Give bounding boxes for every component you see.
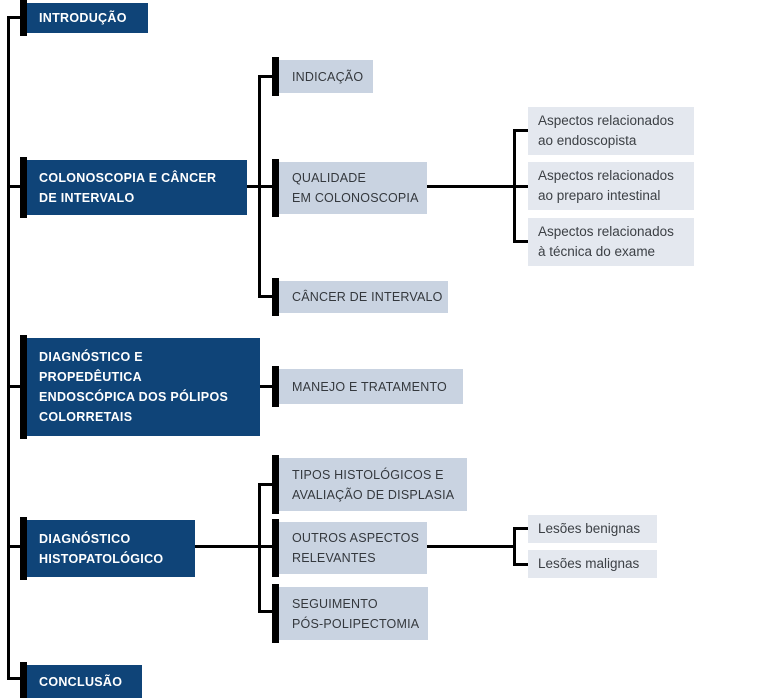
node-qualidade-em-colonoscopia[interactable]: QUALIDADE EM COLONOSCOPIA (272, 159, 427, 217)
node-label: QUALIDADE EM COLONOSCOPIA (292, 171, 419, 205)
connector-line (7, 16, 20, 19)
node-label: INTRODUÇÃO (39, 11, 127, 25)
connector-line (7, 545, 20, 548)
node-label: COLONOSCOPIA E CÂNCER DE INTERVALO (39, 170, 217, 205)
connector-line (7, 385, 20, 388)
connector-line (513, 563, 528, 566)
node-label: SEGUIMENTO PÓS-POLIPECTOMIA (292, 596, 420, 631)
node-diagnostico-e-propedeutica[interactable]: DIAGNÓSTICO E PROPEDÊUTICA ENDOSCÓPICA D… (20, 335, 260, 439)
connector-line (513, 240, 528, 243)
node-label: MANEJO E TRATAMENTO (292, 379, 447, 394)
node-colonoscopia-e-cancer-de-intervalo[interactable]: COLONOSCOPIA E CÂNCER DE INTERVALO (20, 157, 247, 218)
accent-bar (272, 519, 279, 577)
branch-line (513, 129, 516, 243)
node-conclusao[interactable]: CONCLUSÃO (20, 662, 142, 698)
accent-bar (20, 335, 27, 439)
connector-line (427, 545, 513, 548)
connector-line (258, 295, 274, 298)
node-label: DIAGNÓSTICO HISTOPATOLÓGICO (39, 531, 164, 566)
node-lesoes-malignas[interactable]: Lesões malignas (528, 550, 657, 578)
node-aspectos-relacionados-ao-endoscopista[interactable]: Aspectos relacionados ao endoscopista (528, 107, 694, 155)
connector-line (258, 610, 274, 613)
connector-line (247, 185, 260, 188)
connector-line (258, 185, 274, 188)
node-diagnostico-histopatologico[interactable]: DIAGNÓSTICO HISTOPATOLÓGICO (20, 517, 195, 580)
accent-bar (272, 366, 279, 407)
node-indicacao[interactable]: INDICAÇÃO (272, 57, 373, 96)
connector-line (255, 385, 275, 388)
node-seguimento-pos-polipectomia[interactable]: SEGUIMENTO PÓS-POLIPECTOMIA (272, 584, 428, 643)
accent-bar (20, 517, 27, 580)
node-label: DIAGNÓSTICO E PROPEDÊUTICA ENDOSCÓPICA D… (39, 350, 229, 424)
node-label: CÂNCER DE INTERVALO (292, 290, 443, 304)
node-label: OUTROS ASPECTOS RELEVANTES (292, 531, 420, 565)
branch-line (258, 483, 261, 613)
node-tipos-histologicos-e-avaliacao-de-displasia[interactable]: TIPOS HISTOLÓGICOS E AVALIAÇÃO DE DISPLA… (272, 455, 467, 514)
accent-bar (20, 0, 27, 36)
node-aspectos-relacionados-ao-preparo-intestinal[interactable]: Aspectos relacionados ao preparo intesti… (528, 162, 694, 210)
connector-line (258, 545, 274, 548)
connector-line (7, 185, 20, 188)
connector-line (513, 129, 528, 132)
node-label: Aspectos relacionados ao endoscopista (538, 112, 674, 148)
branch-line (513, 527, 516, 566)
node-lesoes-benignas[interactable]: Lesões benignas (528, 515, 657, 543)
node-label: TIPOS HISTOLÓGICOS E AVALIAÇÃO DE DISPLA… (292, 467, 455, 502)
connector-line (7, 677, 20, 680)
accent-bar (20, 157, 27, 218)
node-manejo-e-tratamento[interactable]: MANEJO E TRATAMENTO (272, 366, 463, 407)
accent-bar (272, 278, 279, 316)
node-label: Lesões benignas (538, 520, 641, 536)
node-label: INDICAÇÃO (292, 69, 364, 84)
connector-line (513, 527, 528, 530)
accent-bar (272, 57, 279, 96)
node-label: Aspectos relacionados à técnica do exame (538, 223, 674, 259)
node-cancer-de-intervalo[interactable]: CÂNCER DE INTERVALO (272, 278, 448, 316)
node-label: Aspectos relacionados ao preparo intesti… (538, 167, 674, 203)
tree-spine-line (7, 17, 10, 680)
connector-line (258, 483, 274, 486)
connector-line (195, 545, 258, 548)
node-label: Lesões malignas (538, 555, 640, 571)
accent-bar (272, 159, 279, 217)
accent-bar (272, 455, 279, 514)
node-introducao[interactable]: INTRODUÇÃO (20, 0, 148, 36)
connector-line (258, 75, 274, 78)
node-aspectos-relacionados-a-tecnica-do-exame[interactable]: Aspectos relacionados à técnica do exame (528, 218, 694, 266)
node-outros-aspectos-relevantes[interactable]: OUTROS ASPECTOS RELEVANTES (272, 519, 427, 577)
accent-bar (20, 662, 27, 698)
node-label: CONCLUSÃO (39, 674, 123, 689)
connector-line (427, 185, 528, 188)
accent-bar (272, 584, 279, 643)
